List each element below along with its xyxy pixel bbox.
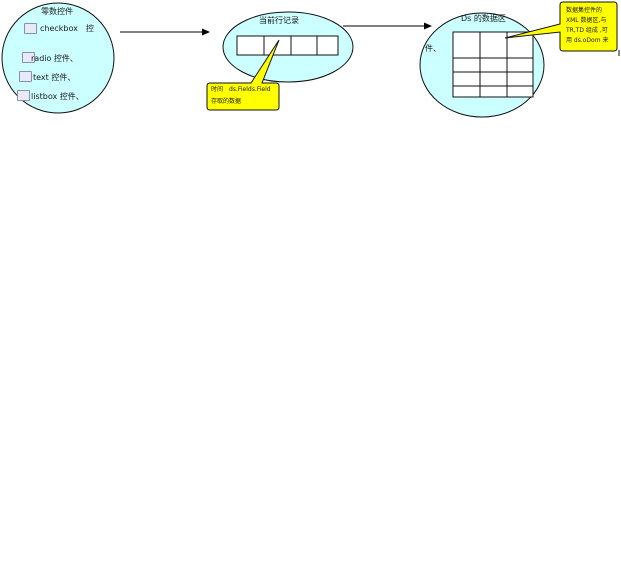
textbox-icon <box>19 71 32 82</box>
arrow-head-1 <box>202 28 210 36</box>
right-callout-line-2: XML 数据区,与 <box>566 17 607 24</box>
current-row-table <box>236 35 339 56</box>
arrow-head-2 <box>424 22 432 30</box>
right-callout-shape <box>504 1 618 52</box>
checkbox-label: checkbox 控 <box>40 24 94 33</box>
middle-callout-line-1: 时间 ds.Fields.Field <box>211 86 271 93</box>
right-callout-line-1: 数据集控件的 <box>566 7 603 14</box>
dataset-title: Ds 的数据区 <box>461 14 506 23</box>
dataset-grid <box>452 31 534 98</box>
checkbox-icon <box>24 23 37 34</box>
right-callout-line-3: TR,TD 组成 ,可 <box>566 27 608 34</box>
text-label: text 控件、 <box>33 73 76 82</box>
radio-label: radio 控件、 <box>31 54 78 63</box>
radio-icon <box>22 52 35 63</box>
listbox-label: listbox 控件、 <box>31 92 84 101</box>
listbox-icon <box>17 90 30 101</box>
current-row-title: 当前行记录 <box>259 16 299 25</box>
controls-title: 零数控件 <box>41 7 73 16</box>
dataset-side-label: 件、 <box>425 44 441 53</box>
right-callout-line-4: 用 ds.oDom 来 <box>566 37 609 44</box>
middle-callout-shape <box>206 39 280 111</box>
middle-callout-line-2: 存取的数据 <box>211 98 242 105</box>
